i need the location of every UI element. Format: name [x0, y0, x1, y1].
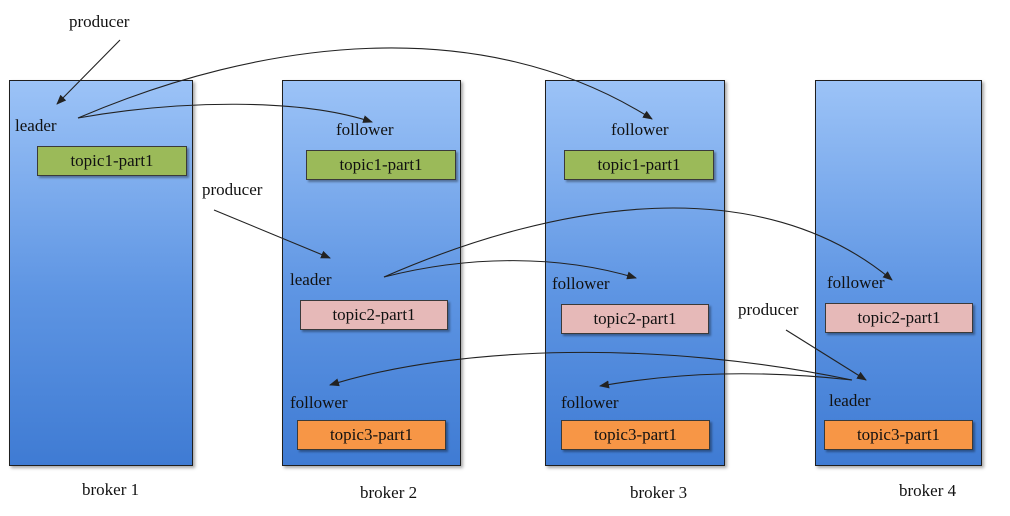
broker2-topic3-partition: topic3-part1 [297, 420, 446, 450]
broker-4-label: broker 4 [899, 481, 957, 500]
producer2-arrow [213, 209, 331, 259]
topic3-to-broker3-arrow [599, 373, 853, 389]
producer1-arrow [56, 39, 121, 105]
broker-4-box [815, 80, 982, 466]
producer-1-label: producer [69, 12, 130, 31]
topic1-to-broker2-arrow [77, 103, 373, 123]
broker4-topic2-partition: topic2-part1 [825, 303, 973, 333]
producer3-arrow [785, 329, 867, 381]
broker-1-box [9, 80, 193, 466]
broker2-follower-top-label: follower [336, 120, 394, 139]
broker3-topic2-partition: topic2-part1 [561, 304, 709, 334]
topic3-to-broker2-arrow [329, 351, 853, 387]
broker4-leader-label: leader [829, 391, 871, 410]
broker2-topic1-partition: topic1-part1 [306, 150, 456, 180]
topic2-to-broker3-arrow [383, 260, 637, 280]
broker3-topic1-partition: topic1-part1 [564, 150, 714, 180]
topic1-to-broker3-arrow [77, 47, 653, 120]
broker-2-label: broker 2 [360, 483, 418, 502]
broker2-follower-bottom-label: follower [290, 393, 348, 412]
broker2-leader-label: leader [290, 270, 332, 289]
broker3-follower-mid-label: follower [552, 274, 610, 293]
broker2-topic2-partition: topic2-part1 [300, 300, 448, 330]
topic2-to-broker4-arrow [383, 207, 893, 281]
producer-3-label: producer [738, 300, 799, 319]
broker1-topic1-partition: topic1-part1 [37, 146, 187, 176]
broker-1-label: broker 1 [82, 480, 140, 499]
broker4-follower-mid-label: follower [827, 273, 885, 292]
broker1-leader-label: leader [15, 116, 57, 135]
broker3-follower-top-label: follower [611, 120, 669, 139]
broker3-follower-bottom-label: follower [561, 393, 619, 412]
broker3-topic3-partition: topic3-part1 [561, 420, 710, 450]
producer-2-label: producer [202, 180, 263, 199]
broker4-topic3-partition: topic3-part1 [824, 420, 973, 450]
broker-3-label: broker 3 [630, 483, 688, 502]
broker-2-box [282, 80, 461, 466]
